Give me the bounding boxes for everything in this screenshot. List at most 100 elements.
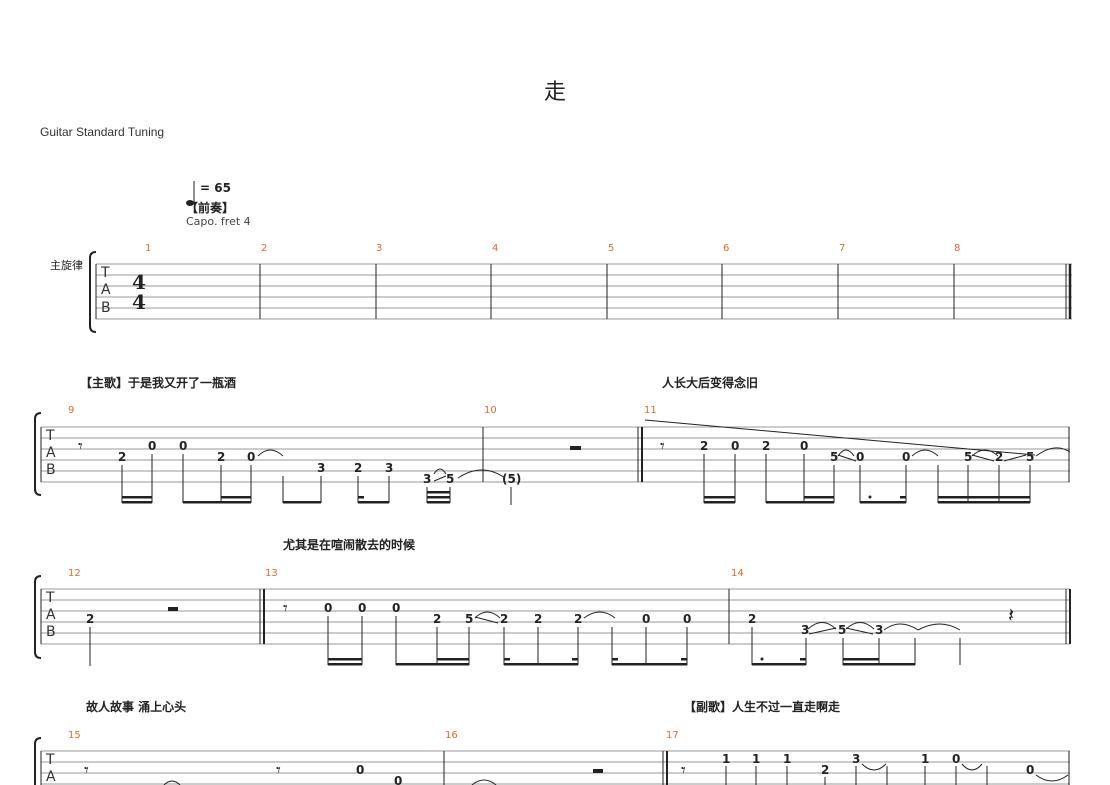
fret-number: 0 [642,612,650,626]
lyric-verse1: 【主歌】于是我又开了一瓶酒 [80,376,237,390]
instrument-label: 主旋律 [50,259,83,272]
measure-number: 7 [839,243,845,254]
measure-number: 16 [445,730,458,741]
measure-number: 9 [68,405,74,416]
tab-clef-t: T [100,265,110,281]
fret-number: 2 [86,612,94,626]
tempo-marking: = 65 [200,181,231,195]
system-bracket [34,737,42,785]
eighth-rest-icon: 𝄾 [78,436,83,457]
fret-number: 3 [423,472,431,486]
measure-number: 17 [666,730,679,741]
measure-number: 3 [376,243,382,254]
fret-number: 1 [921,752,929,766]
fret-number: 2 [574,612,582,626]
tab-system-1: T A B 4 4 1 2 3 4 5 6 7 8 [89,243,1072,333]
lyric-line3: 尤其是在喧闹散去的时候 [283,538,416,552]
tab-clef-t: T [45,590,55,606]
half-rest-icon [168,607,178,611]
tab-clef-a: A [46,607,56,623]
section-intro-label: 【前奏】 [186,201,235,215]
fret-number: 0 [1026,763,1034,777]
fret-number: 2 [995,450,1003,464]
measure-number: 1 [145,243,151,254]
tab-clef-b: B [46,624,56,640]
tab-clef-a: A [46,769,56,785]
half-rest-icon [593,769,603,773]
lyric-line2: 人长大后变得念旧 [662,376,759,390]
fret-number: 2 [534,612,542,626]
fret-number: 1 [783,752,791,766]
fret-number: 0 [148,439,156,453]
fret-number: 0 [247,450,255,464]
song-title: 走 [543,80,566,105]
fret-number: 5 [964,450,972,464]
fret-number: 0 [902,450,910,464]
fret-number: 0 [683,612,691,626]
system-bracket [89,251,97,333]
system-bracket [34,412,42,496]
tab-clef-b: B [46,462,56,478]
tab-system-4: T A 15 16 17 𝄾 𝄾 𝄾 0 0 1 1 1 2 3 1 0 0 [34,730,1070,785]
fret-number: 0 [179,439,187,453]
lyric-chorus: 【副歌】人生不过一直走啊走 [684,700,841,714]
fret-number: 5 [465,612,473,626]
fret-number: 1 [752,752,760,766]
eighth-rest-icon: 𝄾 [84,760,89,781]
measure-number: 12 [68,568,81,579]
fret-number: (5) [502,472,521,486]
measure-number: 6 [723,243,729,254]
fret-number: 0 [392,601,400,615]
fret-number: 2 [762,439,770,453]
fret-number: 0 [952,752,960,766]
fret-number: 0 [731,439,739,453]
fret-number: 0 [800,439,808,453]
measure-number: 10 [484,405,497,416]
fret-number: 2 [500,612,508,626]
eighth-rest-icon: 𝄾 [276,760,281,781]
fret-number: 2 [118,450,126,464]
fret-number: 0 [394,774,402,785]
fret-number: 0 [358,601,366,615]
tuning-label: Guitar Standard Tuning [40,125,165,139]
measure-number: 4 [492,243,498,254]
fret-number: 3 [801,623,809,637]
measure-number: 13 [265,568,278,579]
measure-number: 14 [731,568,744,579]
measure-number: 5 [608,243,614,254]
fret-number: 2 [217,450,225,464]
tab-clef-t: T [45,752,55,768]
fret-number: 2 [748,612,756,626]
fret-number: 1 [722,752,730,766]
tab-clef-a: A [101,282,111,298]
fret-number: 3 [852,752,860,766]
tab-clef-a: A [46,445,56,461]
fret-number: 5 [830,450,838,464]
fret-number: 3 [317,461,325,475]
lyric-line4: 故人故事 涌上心头 [86,700,187,714]
fret-number: 0 [856,450,864,464]
tab-clef-t: T [45,428,55,444]
time-sig-bottom: 4 [132,290,146,314]
measure-number: 15 [68,730,81,741]
fret-number: 2 [700,439,708,453]
fret-number: 2 [821,763,829,777]
measure-number: 2 [261,243,267,254]
eighth-rest-icon: 𝄾 [660,436,665,457]
tab-clef-b: B [101,300,111,316]
measure-number: 8 [954,243,960,254]
half-rest-icon [570,446,581,450]
tab-system-2: T A B 9 10 11 𝄾 𝄾 2 0 0 2 0 3 2 3 3 5 (5… [34,405,1071,505]
fret-number: 2 [354,461,362,475]
measure-number: 11 [644,405,657,416]
eighth-rest-icon: 𝄾 [681,760,686,781]
note-icon [186,181,195,206]
fret-number: 0 [356,763,364,777]
tab-system-3: T A B 12 13 14 𝄾 𝄽 2 0 0 0 2 5 2 2 2 0 0… [34,568,1071,666]
fret-number: 5 [1026,450,1034,464]
fret-number: 5 [838,623,846,637]
quarter-rest-icon: 𝄽 [1008,603,1014,627]
time-sig-top: 4 [132,270,146,294]
capo-label: Capo. fret 4 [186,215,251,228]
